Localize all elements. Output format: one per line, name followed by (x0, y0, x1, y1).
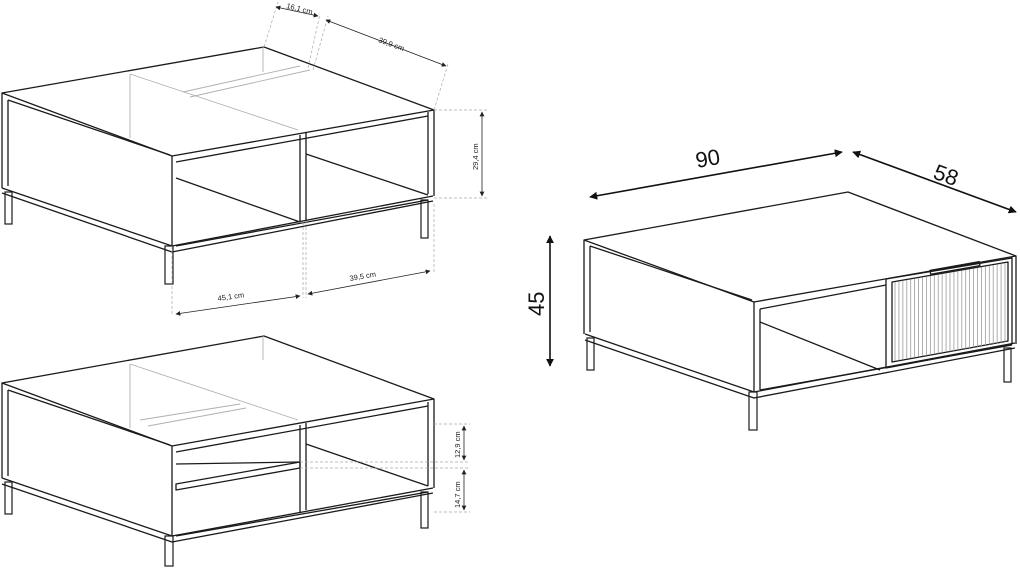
drawer-front (885, 257, 1013, 369)
leg-back-right-2 (420, 491, 429, 529)
dim-front-left-label: 45,1 cm (217, 290, 245, 303)
dim-overall-depth-line (852, 150, 1017, 214)
leg-front-2 (164, 535, 174, 567)
base-frame-bottom (1, 192, 434, 253)
dim-overall-width-line (589, 149, 843, 200)
leg-back-left-2 (4, 481, 13, 515)
leg-right-back-right (1003, 347, 1012, 383)
table-view-right (583, 191, 1017, 431)
dimension-guides-bottom (300, 423, 470, 513)
leg-right-back-left (586, 337, 595, 371)
dim-front-right-label: 39,5 cm (349, 269, 377, 282)
leg-back-right (420, 199, 429, 239)
dim-overall-depth-label: 58 (930, 159, 962, 191)
dim-overall-width-label: 90 (694, 144, 722, 173)
dim-overall-height-label: 45 (524, 292, 549, 316)
leg-front (164, 245, 174, 285)
dim-shelf-height-label: 29,4 cm (471, 143, 480, 170)
leg-back-left (4, 191, 13, 225)
dim-lower-gap-label: 14,7 cm (453, 481, 462, 508)
dim-top-width-line (325, 19, 447, 67)
dimension-lines-top (175, 5, 485, 316)
dimension-guides-top (171, 1, 488, 316)
drawer-handle (929, 261, 981, 275)
table-view-top-left (1, 46, 435, 285)
dim-top-width-label: 39,9 cm (377, 35, 405, 53)
table-view-bottom-left (1, 335, 435, 567)
dimension-lines-bottom: 12,9 cm 14,7 cm (453, 425, 467, 511)
dim-front-right-line (307, 269, 431, 296)
dim-front-left-line (175, 294, 301, 316)
dim-upper-gap-label: 12,9 cm (453, 431, 462, 458)
tabletop (1, 46, 435, 157)
drawer-ribs (894, 263, 1006, 361)
tabletop-2 (1, 335, 435, 447)
dim-top-depth-label: 16,1 cm (286, 1, 314, 16)
dim-top-depth-line (275, 5, 319, 18)
middle-shelf (175, 461, 301, 491)
base-frame-top (1, 187, 434, 247)
tabletop-right (583, 191, 1017, 303)
